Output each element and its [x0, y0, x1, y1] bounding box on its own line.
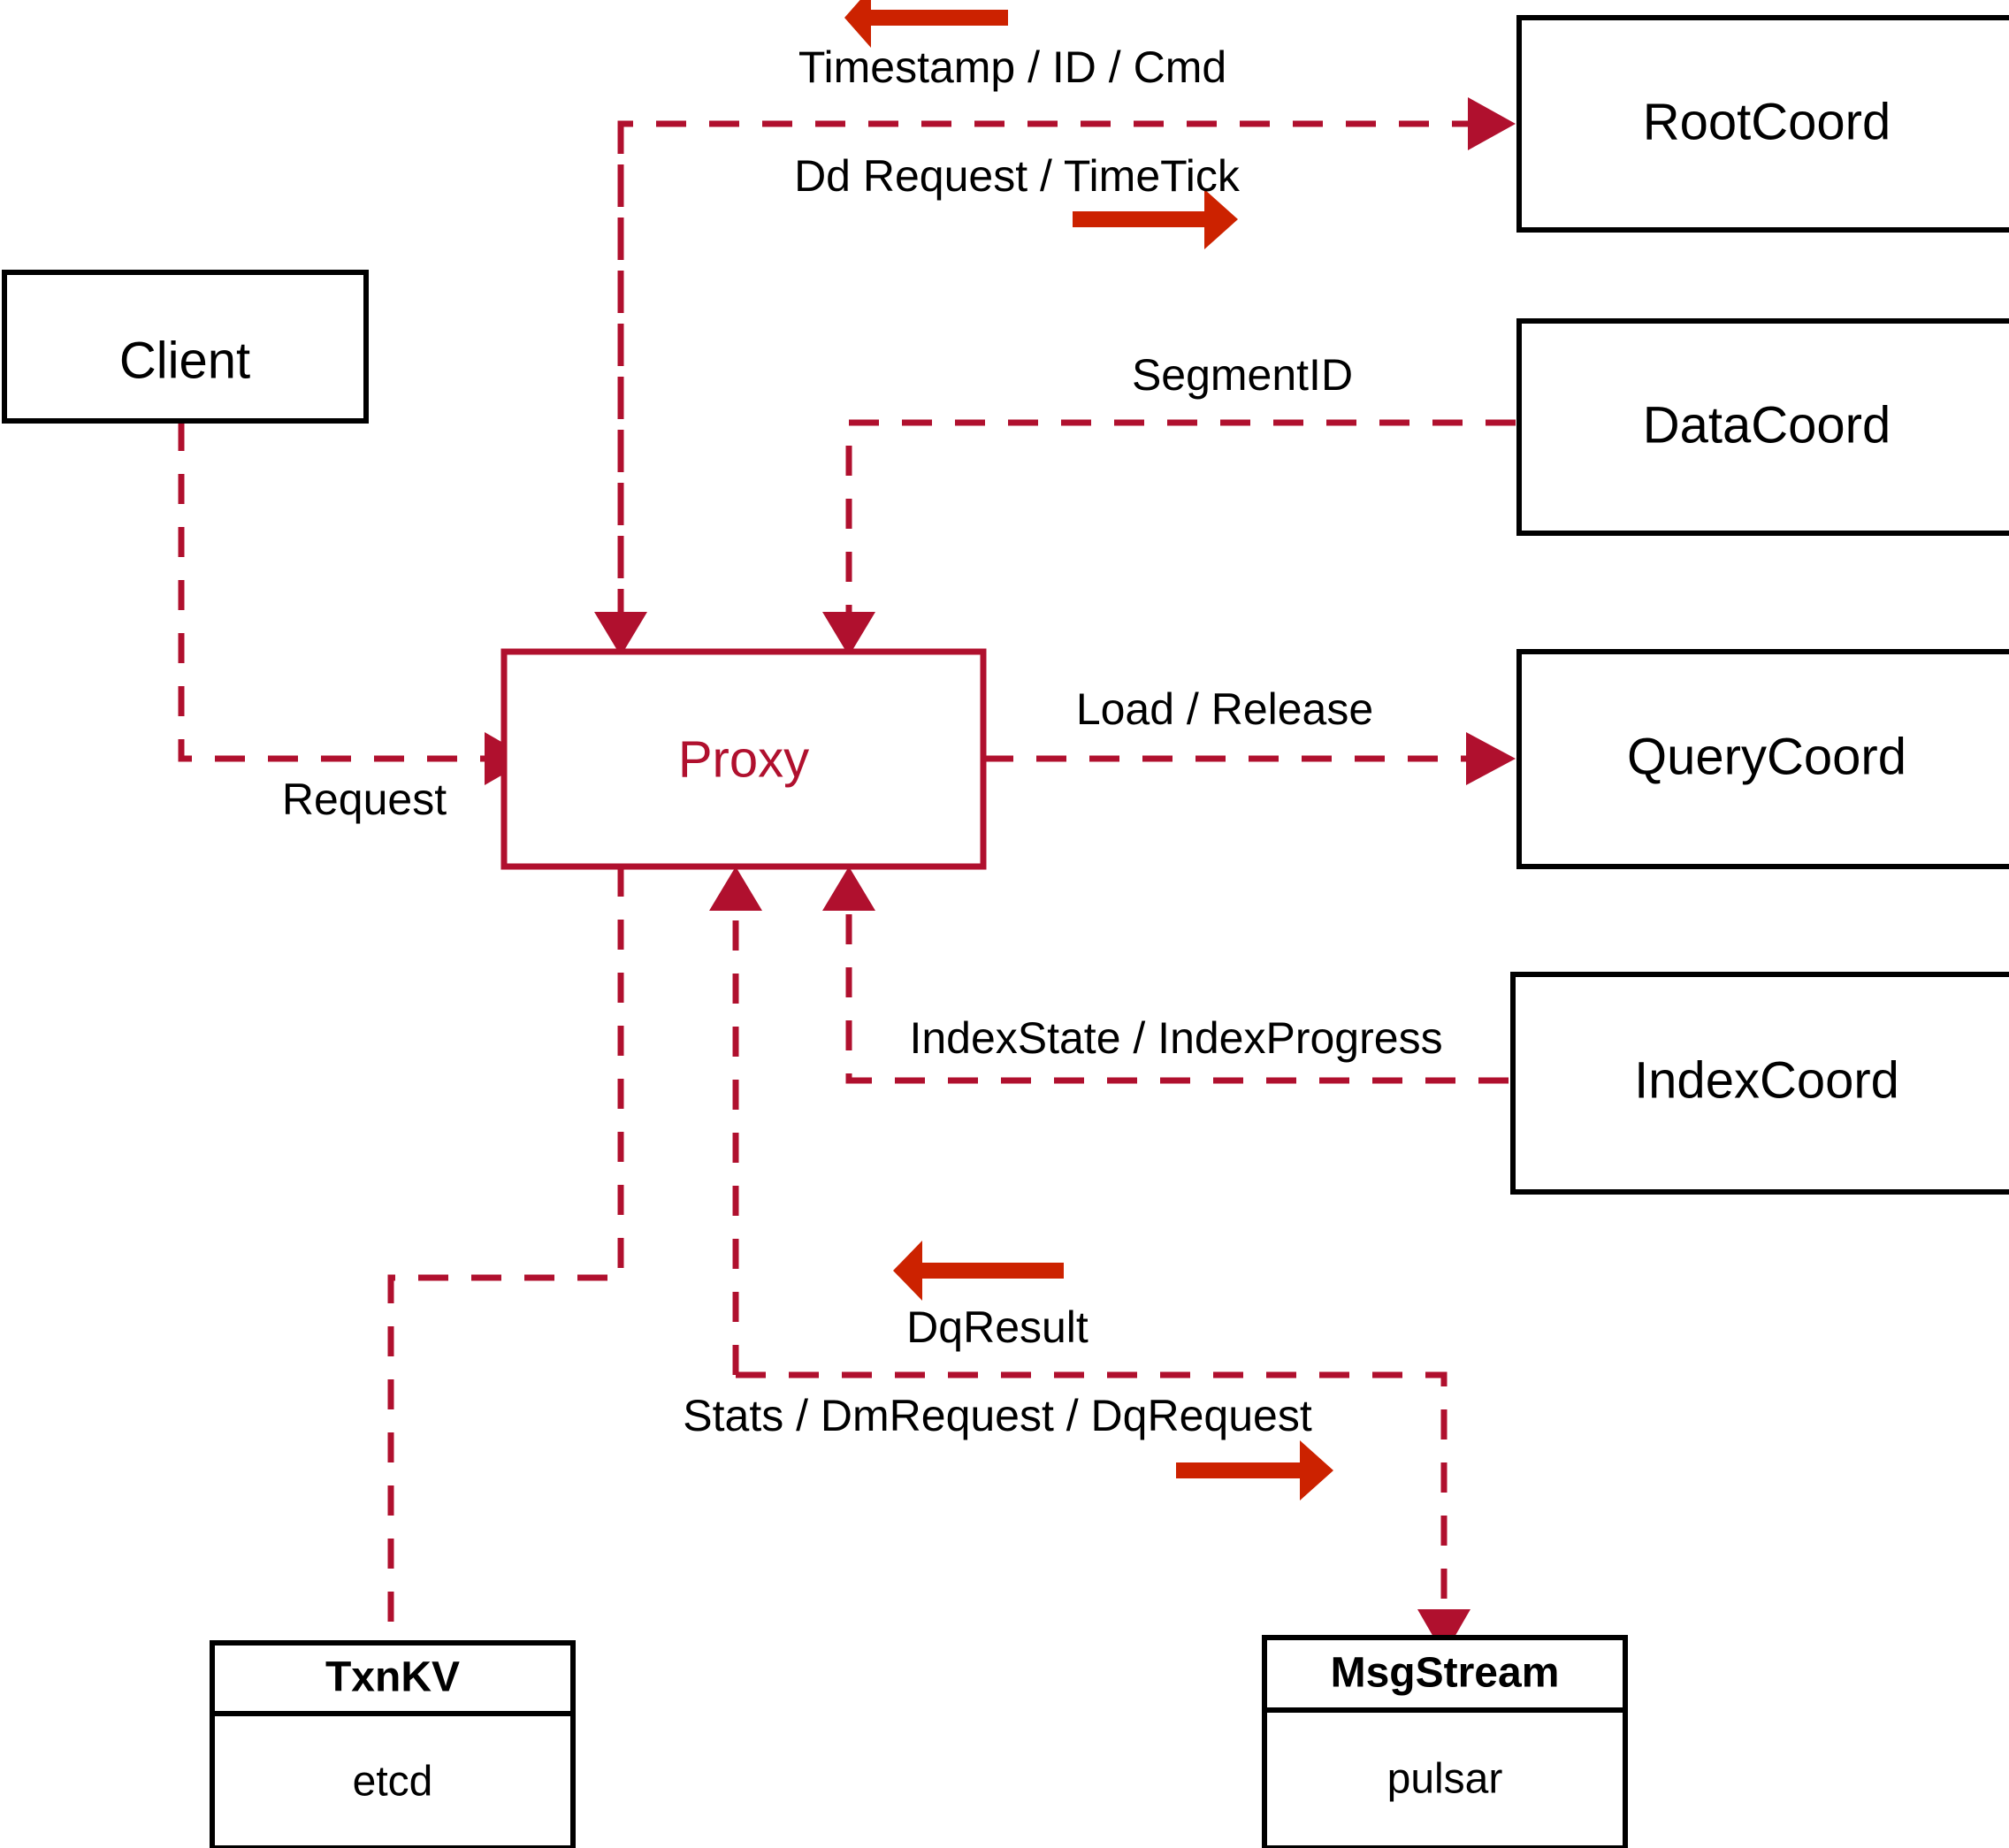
- node-txnkv-title: TxnKV: [325, 1654, 460, 1701]
- node-msgstream[interactable]: MsgStream pulsar: [1262, 1635, 1628, 1848]
- node-rootcoord-label: RootCoord: [1643, 93, 1891, 150]
- node-datacoord[interactable]: DataCoord: [1516, 318, 2009, 536]
- direction-arrow-timestamp: [844, 0, 1008, 48]
- edge-indexstate: [822, 867, 1509, 1084]
- edge-stats-dmrequest: [736, 1371, 1470, 1655]
- edge-label-timestamp: Timestamp / ID / Cmd: [798, 42, 1226, 92]
- edge-label-request: Request: [282, 775, 447, 824]
- node-txnkv-subtitle: etcd: [353, 1759, 433, 1806]
- edge-request: [178, 421, 531, 785]
- node-client-label: Client: [119, 332, 250, 389]
- node-querycoord-label: QueryCoord: [1627, 728, 1906, 785]
- node-querycoord[interactable]: QueryCoord: [1516, 649, 2009, 869]
- node-txnkv[interactable]: TxnKV etcd: [210, 1640, 576, 1848]
- node-indexcoord-label: IndexCoord: [1634, 1051, 1899, 1109]
- node-indexcoord[interactable]: IndexCoord: [1510, 972, 2009, 1195]
- node-proxy[interactable]: Proxy: [500, 648, 987, 870]
- edge-segmentid: [822, 419, 1516, 656]
- edge-label-indexstate: IndexState / IndexProgress: [909, 1013, 1442, 1063]
- node-datacoord-label: DataCoord: [1643, 396, 1891, 454]
- edge-timestamp: [594, 124, 647, 656]
- node-proxy-label: Proxy: [678, 730, 809, 788]
- node-msgstream-title: MsgStream: [1331, 1650, 1560, 1697]
- edge-label-ddrequest: Dd Request / TimeTick: [794, 151, 1241, 201]
- edge-dqresult: [709, 867, 762, 1375]
- direction-arrow-stats: [1176, 1440, 1333, 1501]
- edge-label-dqresult: DqResult: [906, 1302, 1089, 1352]
- edge-label-stats: Stats / DmRequest / DqRequest: [683, 1391, 1312, 1440]
- direction-arrow-dqresult: [893, 1241, 1064, 1301]
- edge-proxy-txnkv: [387, 867, 624, 1643]
- edge-load-release: [983, 732, 1516, 785]
- node-rootcoord[interactable]: RootCoord: [1516, 15, 2009, 233]
- edge-label-segmentid: SegmentID: [1132, 350, 1353, 400]
- node-client[interactable]: Client: [2, 270, 369, 424]
- node-msgstream-subtitle: pulsar: [1387, 1756, 1503, 1803]
- direction-arrow-ddrequest: [1073, 189, 1238, 249]
- edge-label-load-release: Load / Release: [1076, 684, 1373, 734]
